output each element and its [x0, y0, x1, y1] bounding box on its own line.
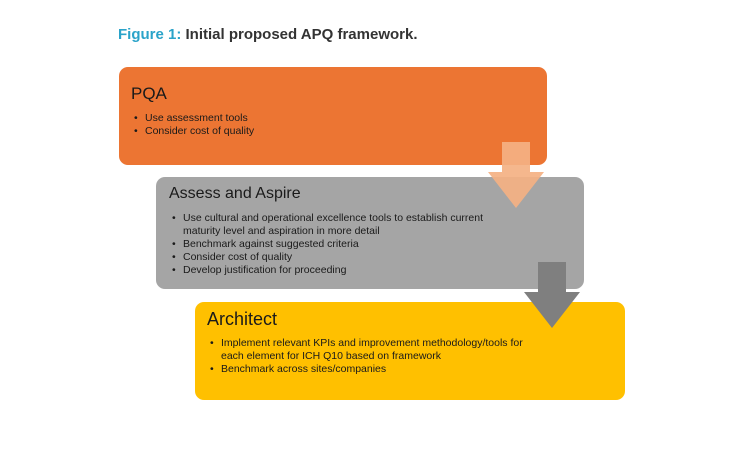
bullet-item: Develop justification for proceeding	[172, 264, 513, 277]
figure-caption: Figure 1: Initial proposed APQ framework…	[118, 26, 418, 43]
figure-label: Figure 1:	[118, 26, 182, 43]
bullet-item: Benchmark across sites/companies	[210, 363, 541, 376]
stage-bullets-assess-and-aspire: Use cultural and operational excellence …	[169, 212, 513, 277]
arrow-shape	[488, 142, 544, 208]
down-arrow-icon	[488, 142, 544, 208]
bullet-item: Benchmark against suggested criteria	[172, 238, 513, 251]
bullet-item: Implement relevant KPIs and improvement …	[210, 337, 541, 363]
stage-bullets-pqa: Use assessment tools Consider cost of qu…	[131, 112, 475, 138]
arrow-shape	[524, 262, 580, 328]
bullet-item: Use cultural and operational excellence …	[172, 212, 513, 238]
stage-title-pqa: PQA	[131, 84, 167, 103]
figure-title: Initial proposed APQ framework.	[185, 26, 418, 43]
bullet-item: Use assessment tools	[134, 112, 475, 125]
stage-box-pqa: PQA Use assessment tools Consider cost o…	[119, 67, 547, 165]
down-arrow-icon	[524, 262, 580, 328]
stage-title-assess-and-aspire: Assess and Aspire	[169, 185, 301, 202]
stage-bullets-architect: Implement relevant KPIs and improvement …	[207, 337, 541, 376]
bullet-item: Consider cost of quality	[172, 251, 513, 264]
bullet-item: Consider cost of quality	[134, 125, 475, 138]
stage-title-architect: Architect	[207, 309, 278, 329]
